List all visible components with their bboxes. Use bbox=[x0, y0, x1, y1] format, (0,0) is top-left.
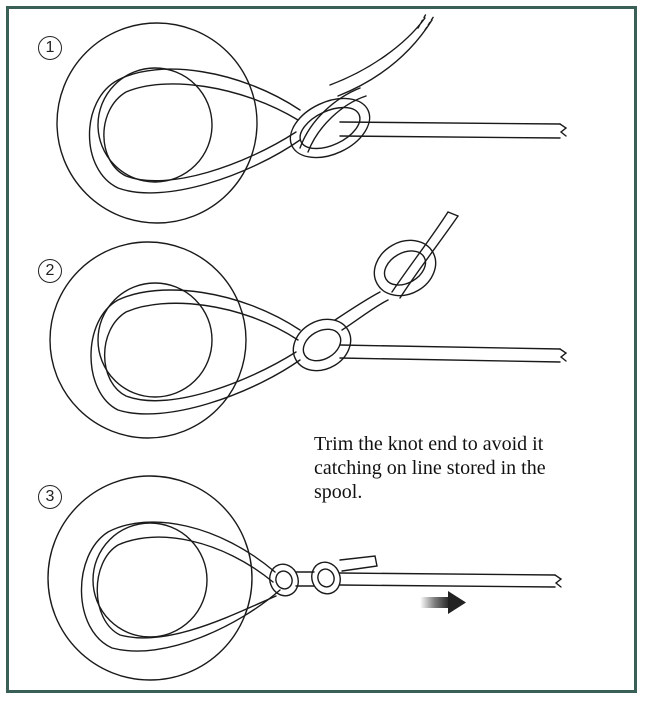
step-1-illustration bbox=[56, 13, 568, 224]
spool-outer-ring bbox=[49, 241, 247, 439]
direction-arrow-icon bbox=[420, 591, 466, 614]
spool-outer-ring bbox=[47, 475, 253, 681]
spool-outer-ring bbox=[56, 22, 258, 224]
step-3-illustration bbox=[47, 475, 563, 681]
standing-line-bottom bbox=[339, 135, 561, 139]
line-loop-outer bbox=[88, 68, 301, 194]
standing-line-top bbox=[339, 121, 561, 125]
step-number-1: 1 bbox=[38, 36, 62, 60]
spool-core bbox=[97, 282, 213, 398]
step-number-2: 2 bbox=[38, 259, 62, 283]
trim-instruction-caption: Trim the knot end to avoid it catching o… bbox=[314, 433, 546, 503]
diagram-frame bbox=[6, 6, 637, 693]
step-2-illustration bbox=[49, 211, 568, 439]
step-number-3: 3 bbox=[38, 485, 62, 509]
spool-core bbox=[97, 67, 213, 183]
spool-core bbox=[92, 522, 208, 638]
line-loop-inner bbox=[103, 83, 299, 182]
